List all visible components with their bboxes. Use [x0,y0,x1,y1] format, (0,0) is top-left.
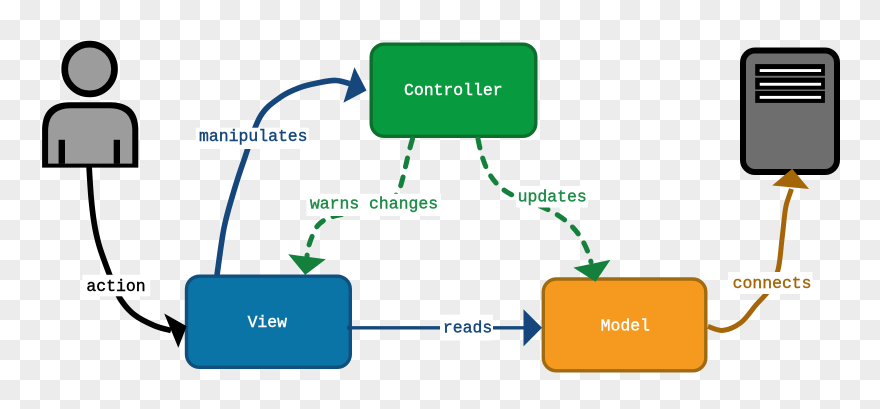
svg-text:Controller: Controller [404,81,503,100]
svg-text:action: action [86,277,145,296]
svg-text:warns changes: warns changes [310,194,438,213]
svg-text:manipulates: manipulates [199,127,308,146]
svg-text:connects: connects [733,274,812,293]
svg-text:reads: reads [443,318,492,337]
svg-text:View: View [248,313,288,332]
svg-text:Model: Model [601,317,650,336]
svg-text:updates: updates [518,187,587,206]
